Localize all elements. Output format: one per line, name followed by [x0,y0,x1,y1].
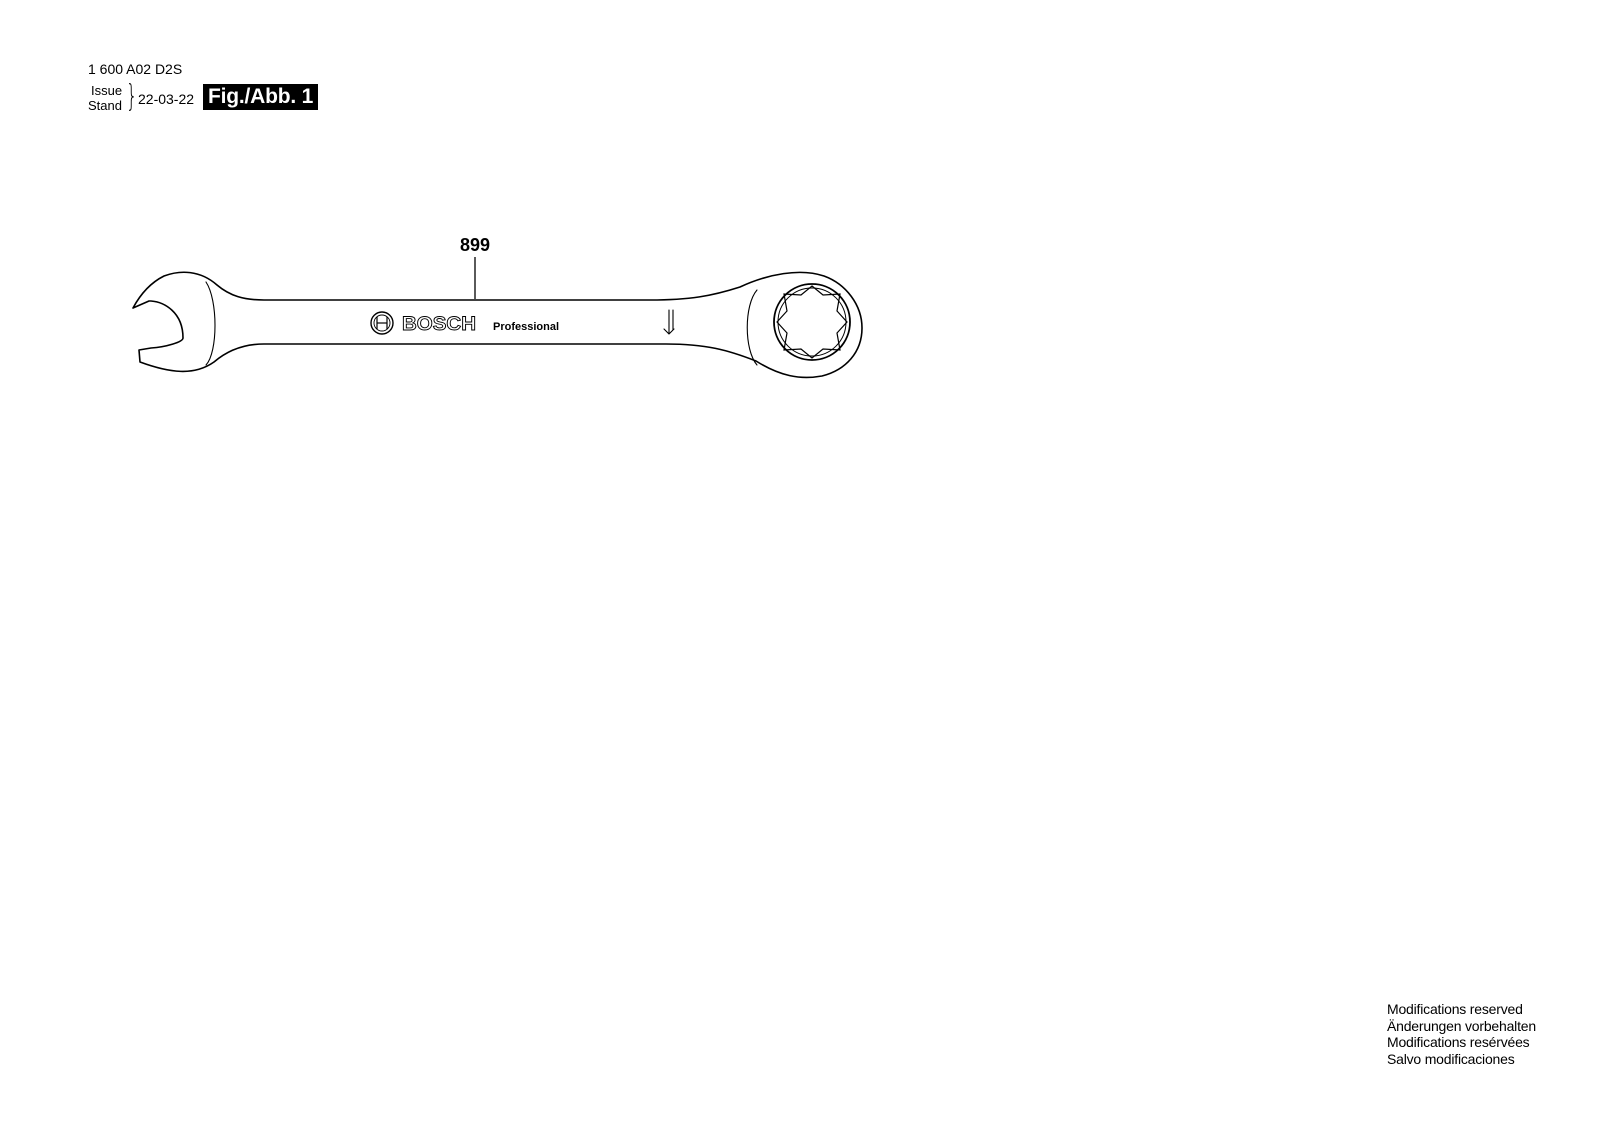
modifications-notice: Modifications reserved Änderungen vorbeh… [1387,1001,1536,1067]
wrench-outline [132,271,863,379]
issue-date: 22-03-22 [138,91,195,107]
header: 1 600 A02 D2S Issue Stand } 22-03-22 Fig… [88,61,319,113]
brand-text: BOSCH [402,314,476,335]
bosch-logo-icon [370,311,394,335]
issue-block: Issue Stand } 22-03-22 Fig./Abb. 1 [88,79,348,117]
callout-number: 899 [460,235,490,255]
product-line-text: Professional [493,321,559,333]
notice-line-es: Salvo modificaciones [1387,1050,1515,1067]
notice-line-fr: Modifications resérvées [1387,1034,1530,1050]
stand-label: Stand [88,98,122,113]
figure-label: Fig./Abb. 1 [203,84,319,110]
notice-line-en: Modifications reserved [1387,1001,1523,1017]
issue-labels: Issue Stand [88,83,122,113]
part-number: 1 600 A02 D2S [88,61,183,77]
arrow-down-icon [663,309,675,335]
brace-icon: } [126,79,138,114]
ring-twelve-point [776,285,848,359]
issue-label: Issue [91,83,123,98]
notice-line-de: Änderungen vorbehalten [1387,1017,1536,1034]
